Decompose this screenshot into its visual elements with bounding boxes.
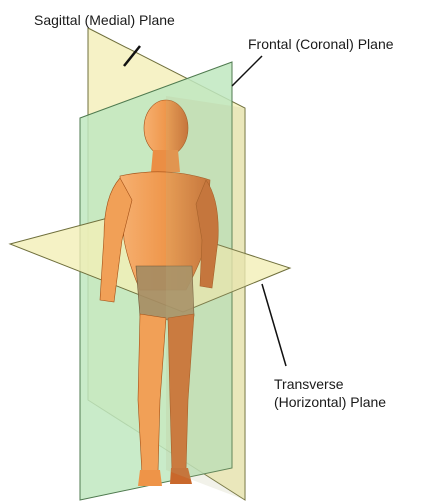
frontal-plane-label: Frontal (Coronal) Plane [248,36,394,54]
transverse-label-line1: Transverse [274,376,386,394]
frontal-leader-line [232,56,262,86]
figure-left-foot [138,470,162,486]
transverse-leader-line [262,284,286,366]
sagittal-plane-front [166,96,245,500]
transverse-plane-label: Transverse (Horizontal) Plane [274,376,386,411]
sagittal-plane-label: Sagittal (Medial) Plane [34,12,175,30]
transverse-label-line2: (Horizontal) Plane [274,394,386,412]
